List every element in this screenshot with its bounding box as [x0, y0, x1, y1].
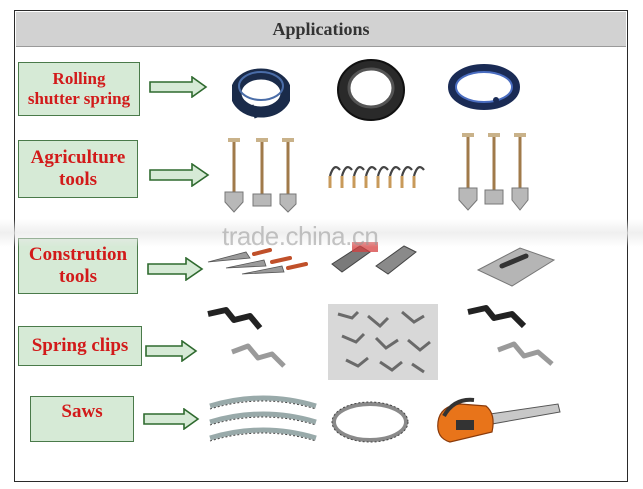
row-label-saws: Saws — [30, 396, 134, 442]
spring-clip-pair-image — [467, 305, 554, 366]
watermark-band — [0, 219, 643, 247]
row-label-agriculture-tools: Agriculture tools — [18, 140, 138, 198]
table-title: Applications — [272, 18, 370, 39]
arrow-right-icon — [149, 76, 208, 98]
spring-clips-image — [207, 307, 286, 368]
band-saw-blades-image — [209, 395, 317, 442]
band-saw-loop-image — [331, 401, 409, 443]
spring-clips-assortment-image — [328, 304, 438, 380]
arrow-right-icon — [143, 408, 200, 430]
rolling-spring-coil-image — [448, 64, 520, 110]
rolling-spring-wheel-image — [337, 59, 405, 121]
row-label-constrution-tools: Constrution tools — [18, 238, 138, 294]
sickles-image — [328, 166, 425, 188]
spades-image — [458, 133, 529, 211]
putty-knives-image — [331, 242, 417, 275]
arrow-right-icon — [149, 163, 210, 187]
row-label-spring-clips: Spring clips — [18, 326, 142, 366]
float-trowel-image — [476, 247, 556, 287]
table-header: Applications — [16, 12, 626, 47]
row-label-rolling-shutter-spring: Rolling shutter spring — [18, 62, 140, 116]
trowels-image — [207, 248, 308, 275]
watermark-text: trade.china.cn — [222, 221, 379, 251]
chainsaw-image — [437, 397, 561, 443]
arrow-right-icon — [147, 257, 204, 281]
shovels-image — [224, 138, 297, 213]
rolling-spring-ring-image — [232, 68, 290, 119]
arrow-right-icon — [145, 340, 198, 362]
